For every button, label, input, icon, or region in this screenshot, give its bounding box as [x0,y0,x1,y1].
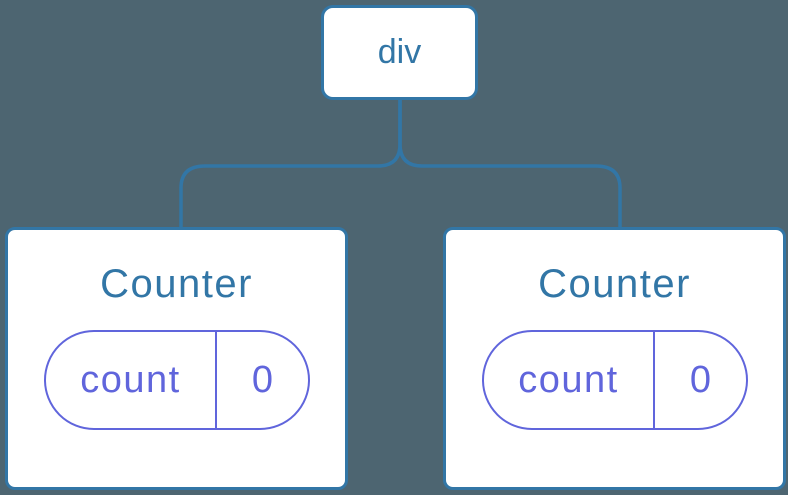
component-title: Counter [538,262,691,306]
state-key-label: count [484,332,656,428]
component-title: Counter [100,262,253,306]
state-pill: count 0 [481,330,748,430]
root-node-div: div [321,5,478,100]
counter-card-left: Counter count 0 [5,227,348,490]
state-value: 0 [251,358,273,401]
connector-right-branch [398,100,622,227]
state-value: 0 [689,358,711,401]
state-key-label: count [46,332,218,428]
root-node-label: div [377,33,422,71]
counter-card-right: Counter count 0 [443,227,786,490]
state-pill: count 0 [43,330,310,430]
connector-left-branch [179,100,402,227]
